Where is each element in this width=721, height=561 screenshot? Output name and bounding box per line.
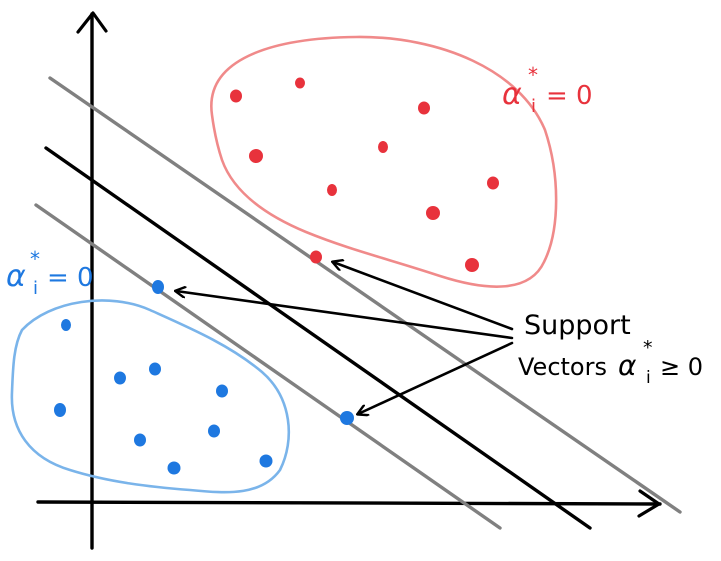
red-point (418, 101, 430, 115)
blue-alpha-rest: = 0 (47, 263, 94, 293)
red-alpha-symbol: α (502, 77, 522, 112)
x-axis (36, 500, 662, 506)
support-alpha-sup: * (643, 337, 653, 359)
red-point (249, 149, 263, 163)
y-axis-arrowhead (76, 11, 108, 34)
lower-margin-line (34, 203, 502, 530)
red-points (230, 77, 499, 272)
blue-alpha-sub: i (33, 278, 38, 299)
red-point (378, 141, 388, 153)
red-alpha-rest: = 0 (546, 81, 593, 111)
blue-point (167, 461, 181, 475)
arrow-icon (358, 341, 514, 414)
separating-lines (34, 76, 682, 530)
red-point (295, 77, 305, 89)
vectors-label: Vectors (518, 353, 607, 381)
decision-hyperplane (44, 146, 592, 530)
red-alpha-sub: i (531, 96, 536, 117)
x-axis-arrowhead (637, 489, 661, 518)
support-alpha-sub: i (646, 368, 651, 388)
red-class-outline (210, 35, 558, 288)
blue-alpha-sup: * (30, 247, 40, 271)
support-vector-arrows (176, 262, 514, 414)
blue-support-vector (152, 280, 164, 294)
blue-point (216, 384, 228, 398)
red-point (426, 206, 440, 220)
blue-support-vector (340, 411, 354, 425)
upper-margin-line (48, 76, 682, 514)
red-alpha-label: α * i = 0 (502, 63, 593, 117)
blue-point (54, 403, 66, 417)
blue-point (208, 424, 220, 438)
blue-point (134, 433, 146, 447)
support-alpha-rest: ≥ 0 (660, 353, 703, 381)
support-alpha-symbol: α (618, 349, 637, 382)
red-point (327, 184, 337, 196)
arrow-icon (176, 291, 514, 340)
blue-alpha-symbol: α (6, 259, 26, 294)
red-point (465, 258, 479, 272)
support-vectors-annotation: Support Vectors α * i ≥ 0 (518, 310, 703, 388)
support-label: Support (524, 310, 631, 341)
red-point (487, 176, 499, 190)
blue-alpha-label: α * i = 0 (6, 247, 94, 299)
blue-point (259, 454, 273, 468)
blue-point (149, 362, 161, 376)
blue-point (61, 319, 71, 331)
blue-points (54, 280, 354, 475)
red-alpha-sup: * (528, 63, 538, 87)
blue-class-outline (10, 299, 291, 494)
red-point (230, 89, 242, 103)
blue-point (114, 371, 126, 385)
red-support-vector (310, 250, 322, 264)
arrow-icon (333, 262, 514, 331)
